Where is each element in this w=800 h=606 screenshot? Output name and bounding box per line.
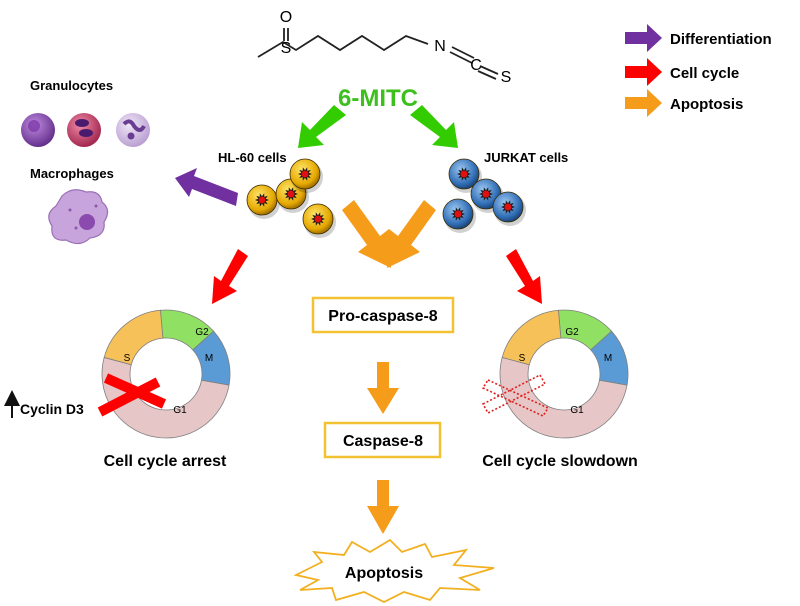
sulfur-atom: S: [501, 69, 512, 86]
jurkat-cell-cluster: [442, 158, 526, 233]
hl60-nucleus-core: [301, 170, 309, 178]
hl60-nucleus-core: [258, 196, 266, 204]
legend-label-cell-cycle: Cell cycle: [670, 65, 739, 82]
apoptosis-arrow-from-hl60: [342, 200, 391, 268]
left-phase-g2: G2: [195, 327, 209, 338]
arrest-cross-icon: [97, 373, 167, 417]
right-phase-g1: G1: [570, 405, 584, 416]
legend: Differentiation Cell cycle Apoptosis: [625, 24, 772, 117]
macrophages-label: Macrophages: [30, 166, 114, 181]
cell-cycle-donut-right: [499, 309, 629, 439]
right-phase-m: M: [604, 353, 612, 364]
left-phase-g1: G1: [173, 405, 187, 416]
sulfoxide-oxygen: O: [280, 9, 292, 26]
granulocyte-icons: [21, 113, 150, 147]
jurkat-nucleus-core: [460, 170, 468, 178]
compound-label: 6-MITC: [338, 85, 418, 112]
left-donut-segment-s: [103, 309, 164, 366]
hl60-nucleus-core: [314, 215, 322, 223]
slowdown-dotted-cross-icon: [481, 373, 550, 418]
right-outcome-label: Cell cycle slowdown: [482, 453, 638, 470]
green-arrow-left: [298, 105, 346, 148]
cyclin-label: Cyclin D3: [20, 401, 84, 417]
procaspase-label: Pro-caspase-8: [328, 308, 437, 325]
legend-label-differentiation: Differentiation: [670, 31, 772, 48]
right-phase-g2: G2: [565, 327, 579, 338]
jurkat-label: JURKAT cells: [484, 150, 568, 165]
hl60-cell-cluster: [246, 158, 336, 238]
caspase-label: Caspase-8: [343, 433, 423, 450]
jurkat-nucleus-core: [454, 210, 462, 218]
left-phase-m: M: [205, 353, 213, 364]
apoptosis-starburst: [293, 538, 495, 604]
left-outcome-label: Cell cycle arrest: [104, 453, 227, 470]
sulfoxide-sulfur: S: [281, 40, 292, 57]
legend-arrow-apoptosis: [625, 89, 662, 117]
apoptosis-arrow-to-caspase: [367, 362, 399, 414]
macrophage-icon: [48, 189, 109, 245]
granulocytes-label: Granulocytes: [30, 78, 113, 93]
cell-cycle-arrow-right: [506, 249, 542, 304]
legend-label-apoptosis: Apoptosis: [670, 96, 743, 113]
apoptosis-arrow-to-outcome: [367, 480, 399, 534]
left-donut-segment-g1: [101, 356, 230, 439]
legend-arrow-cell-cycle: [625, 58, 662, 86]
green-arrow-right: [410, 105, 458, 148]
cell-cycle-donut-left: [101, 309, 231, 439]
chemical-structure: [257, 28, 499, 80]
hl60-label: HL-60 cells: [218, 150, 287, 165]
carbon-atom: C: [470, 57, 482, 74]
jurkat-nucleus-core: [482, 190, 490, 198]
legend-arrow-differentiation: [625, 24, 662, 52]
right-donut-segment-g1: [499, 356, 628, 439]
cell-cycle-arrow-left: [212, 249, 248, 304]
jurkat-nucleus-core: [504, 203, 512, 211]
right-donut-segment-s: [501, 309, 562, 366]
hl60-nucleus-core: [287, 190, 295, 198]
procaspase-box: [311, 296, 455, 334]
apoptosis-arrow-from-jurkat: [387, 200, 436, 268]
nitrogen-atom: N: [434, 38, 446, 55]
differentiation-arrow: [175, 168, 238, 206]
left-phase-s: S: [124, 353, 131, 364]
apoptosis-label: Apoptosis: [345, 565, 423, 582]
right-phase-s: S: [519, 353, 526, 364]
caspase-box: [323, 421, 442, 459]
